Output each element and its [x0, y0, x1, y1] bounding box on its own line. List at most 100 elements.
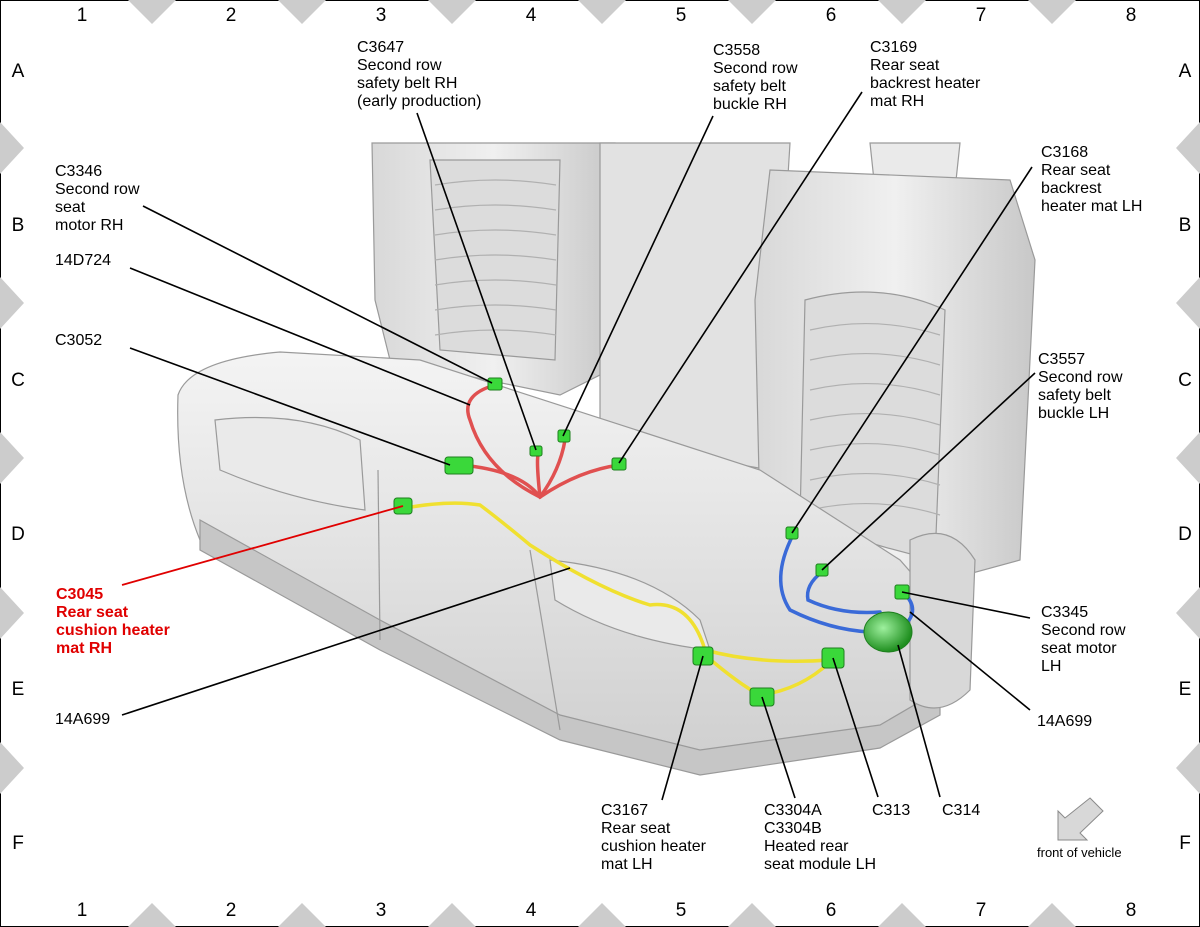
label-line: C3169 — [870, 39, 917, 56]
rear-seat-illustration — [177, 142, 1036, 776]
grid-row-label: E — [12, 679, 25, 700]
backrest-rh-ribs — [434, 179, 557, 336]
label-line: C3167 — [601, 802, 648, 819]
label-line: Rear seat — [601, 820, 671, 837]
grid-col-label: 4 — [526, 5, 537, 26]
border-triangle — [1028, 903, 1076, 927]
border-triangle — [428, 903, 476, 927]
border-triangle — [1176, 742, 1200, 794]
label-line: motor RH — [55, 217, 123, 234]
front-of-vehicle-indicator: front of vehicle — [1037, 797, 1122, 860]
cushion-front-face — [199, 518, 941, 776]
border-triangle — [0, 432, 24, 484]
connector-c3647 — [529, 445, 543, 457]
grid-row-label: A — [12, 61, 25, 82]
label-c3167: C3167 Rear seat cushion heater mat LH — [601, 802, 710, 873]
label-line: mat LH — [601, 856, 653, 873]
grid-col-label: 8 — [1126, 900, 1137, 921]
front-of-vehicle-label: front of vehicle — [1037, 845, 1122, 860]
label-line: seat motor — [1041, 640, 1117, 657]
connector-c3052 — [444, 456, 474, 475]
label-line: C3304B — [764, 820, 822, 837]
label-c313: C313 — [872, 802, 910, 819]
label-line: safety belt — [713, 78, 786, 95]
border-triangle — [0, 742, 24, 794]
grid-row-label: F — [1179, 833, 1191, 854]
label-c3045: C3045 Rear seat cushion heater mat RH — [56, 586, 174, 657]
border-triangle — [1176, 122, 1200, 174]
grid-col-label: 2 — [226, 900, 237, 921]
grid-row-labels-right: A B C D E F — [1178, 61, 1192, 854]
label-line: safety belt — [1038, 387, 1111, 404]
leader-14a699-left — [121, 567, 571, 716]
label-line: C3346 — [55, 163, 102, 180]
leader-c3168 — [791, 166, 1033, 534]
side-bolster-lh — [909, 532, 976, 709]
label-line: heater mat LH — [1041, 198, 1142, 215]
label-line: C3647 — [357, 39, 404, 56]
connector-c3346 — [487, 377, 503, 391]
border-triangle — [278, 0, 326, 24]
label-line: (early production) — [357, 93, 482, 110]
border-triangle — [0, 277, 24, 329]
label-line: Heated rear — [764, 838, 849, 855]
label-c3558: C3558 Second row safety belt buckle RH — [713, 42, 802, 113]
border-triangle — [1176, 432, 1200, 484]
border-triangle — [728, 0, 776, 24]
leader-c3045 — [121, 505, 404, 586]
grid-col-label: 3 — [376, 900, 387, 921]
label-14a699-left: 14A699 — [55, 711, 110, 728]
leader-c3167 — [661, 655, 704, 801]
grid-col-label: 3 — [376, 5, 387, 26]
label-line: mat RH — [870, 93, 924, 110]
border-triangle — [1176, 277, 1200, 329]
label-line: cushion heater — [601, 838, 707, 855]
leader-14d724 — [129, 267, 471, 406]
label-line: Second row — [1041, 622, 1126, 639]
grid-column-labels-bottom: 1 2 3 4 5 6 7 8 — [77, 900, 1137, 921]
grid-row-label: D — [11, 524, 25, 545]
label-line: buckle LH — [1038, 405, 1109, 422]
grid-row-label: C — [1178, 370, 1192, 391]
border-triangle — [428, 0, 476, 24]
border-triangle — [1176, 587, 1200, 639]
label-line: C3345 — [1041, 604, 1088, 621]
leader-lines — [121, 91, 1036, 801]
label-line: Second row — [357, 57, 442, 74]
grid-column-labels-top: 1 2 3 4 5 6 7 8 — [77, 5, 1137, 26]
label-14d724: 14D724 — [55, 252, 111, 269]
border-triangle — [278, 903, 326, 927]
label-line: C3558 — [713, 42, 760, 59]
grid-row-label: A — [1179, 61, 1192, 82]
label-c3647: C3647 Second row safety belt RH (early p… — [357, 39, 482, 110]
label-c3168: C3168 Rear seat backrest heater mat LH — [1041, 144, 1142, 215]
front-arrow-icon — [1057, 797, 1104, 841]
label-line: seat — [55, 199, 86, 216]
grid-col-label: 4 — [526, 900, 537, 921]
label-c3304: C3304A C3304B Heated rear seat module LH — [764, 802, 876, 873]
grid-col-label: 1 — [77, 900, 88, 921]
grid-col-label: 5 — [676, 5, 687, 26]
grid-col-label: 7 — [976, 5, 987, 26]
leader-c3558 — [562, 115, 714, 437]
grid-col-label: 2 — [226, 5, 237, 26]
border-triangle — [1028, 0, 1076, 24]
border-triangle — [578, 903, 626, 927]
label-c3345: C3345 Second row seat motor LH — [1041, 604, 1130, 675]
border-triangle — [728, 903, 776, 927]
label-line: C3168 — [1041, 144, 1088, 161]
connector-c3169 — [611, 457, 627, 471]
label-line: safety belt RH — [357, 75, 457, 92]
label-line: C3557 — [1038, 351, 1085, 368]
label-line: C3304A — [764, 802, 822, 819]
leader-c3052 — [129, 347, 451, 466]
connector-c3558 — [557, 429, 571, 443]
grid-col-label: 6 — [826, 5, 837, 26]
grid-col-label: 5 — [676, 900, 687, 921]
leader-c3557 — [821, 372, 1036, 571]
label-line: cushion heater — [56, 622, 170, 639]
label-line: Rear seat — [1041, 162, 1111, 179]
label-c3169: C3169 Rear seat backrest heater mat RH — [870, 39, 985, 110]
